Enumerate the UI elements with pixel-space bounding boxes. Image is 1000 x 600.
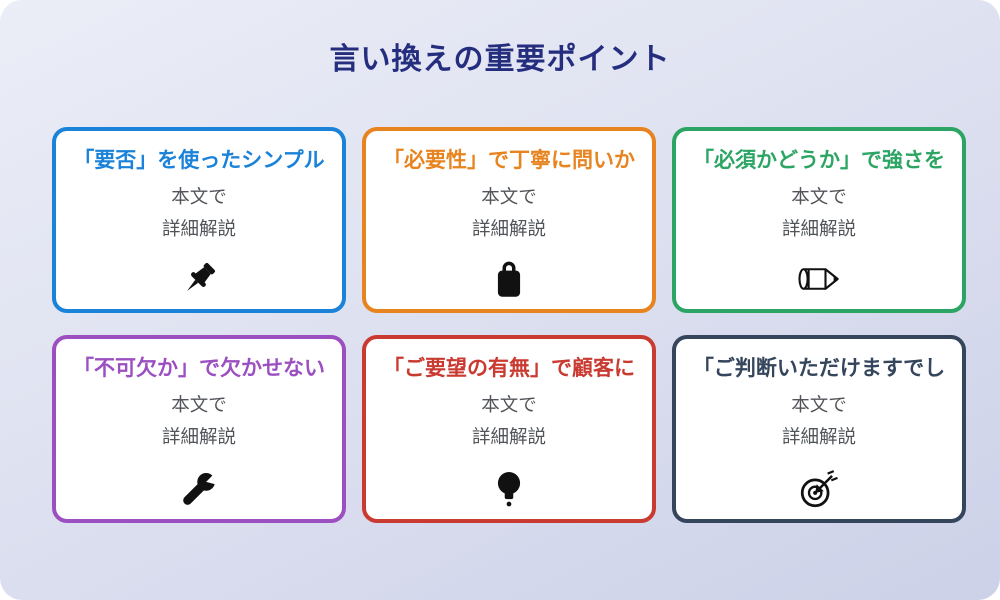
card-body: 本文で 詳細解説 xyxy=(782,390,856,454)
card-body-line: 詳細解説 xyxy=(161,218,236,240)
card-body-line: 詳細解説 xyxy=(471,426,546,448)
card-title: 「必要性」で丁寧に問いか xyxy=(383,148,635,172)
card-yohi: 「要否」を使ったシンプル 本文で 詳細解説 xyxy=(52,127,346,313)
card-body-line: 本文で xyxy=(481,395,537,416)
card-title: 「必須かどうか」で強さを xyxy=(693,148,945,172)
card-body-line: 詳細解説 xyxy=(781,218,856,240)
card-hitsuyousei: 「必要性」で丁寧に問いか 本文で 詳細解説 xyxy=(362,127,656,313)
card-body-line: 詳細解説 xyxy=(471,218,546,240)
card-title: 「ご判断いただけますでし xyxy=(692,356,946,380)
card-body: 本文で 詳細解説 xyxy=(472,182,546,246)
card-goyoubou: 「ご要望の有無」で顧客に 本文で 詳細解説 xyxy=(362,335,656,523)
card-body: 本文で 詳細解説 xyxy=(162,390,236,454)
target-dart-icon xyxy=(799,468,839,510)
card-body-line: 本文で xyxy=(791,395,847,416)
card-hissu: 「必須かどうか」で強さを 本文で 詳細解説 xyxy=(672,127,966,313)
lightbulb-icon xyxy=(490,468,528,510)
clipboard-icon xyxy=(490,258,528,300)
page-title: 言い換えの重要ポイント xyxy=(329,42,671,77)
card-body-line: 詳細解説 xyxy=(161,426,236,448)
card-grid: 「要否」を使ったシンプル 本文で 詳細解説 「必要性」で丁寧に問いか xyxy=(52,127,966,523)
card-gohandan: 「ご判断いただけますでし 本文で 詳細解説 xyxy=(672,335,966,523)
card-body-line: 本文で xyxy=(481,187,537,208)
wrench-icon xyxy=(180,468,218,510)
pushpin-icon xyxy=(180,258,218,300)
pencil-icon xyxy=(796,258,842,300)
card-body-line: 詳細解説 xyxy=(781,426,856,448)
card-title: 「ご要望の有無」で顧客に xyxy=(383,356,635,380)
card-fukaketsu: 「不可欠か」で欠かせない 本文で 詳細解説 xyxy=(52,335,346,523)
card-title: 「不可欠か」で欠かせない xyxy=(73,356,325,380)
card-title: 「要否」を使ったシンプル xyxy=(73,148,325,172)
card-body: 本文で 詳細解説 xyxy=(472,390,546,454)
card-body: 本文で 詳細解説 xyxy=(162,182,236,246)
card-body-line: 本文で xyxy=(171,187,227,208)
card-body: 本文で 詳細解説 xyxy=(782,182,856,246)
card-body-line: 本文で xyxy=(171,395,227,416)
card-body-line: 本文で xyxy=(791,187,847,208)
